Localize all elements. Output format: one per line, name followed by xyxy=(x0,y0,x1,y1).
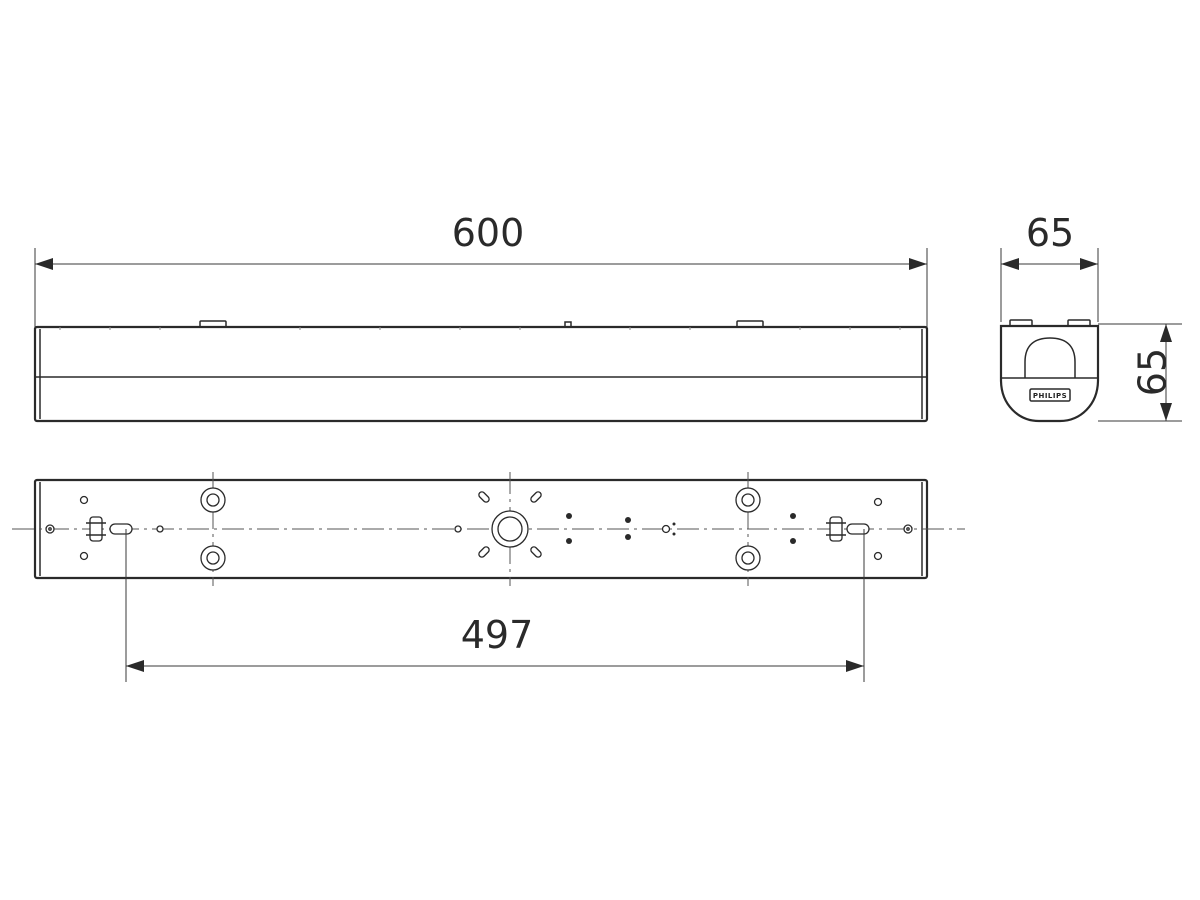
front-view: 600 xyxy=(33,211,929,423)
cable-entry-center xyxy=(491,510,529,548)
dimension-label-mounting: 497 xyxy=(461,613,534,657)
rivet-dots xyxy=(566,513,796,544)
luminaire-body-front xyxy=(33,325,929,423)
slot-holes-center xyxy=(478,491,542,558)
top-edge-ticks xyxy=(59,327,901,330)
light-source-arch xyxy=(1024,337,1076,378)
small-holes xyxy=(45,495,913,561)
dimension-label-length: 600 xyxy=(452,211,525,255)
logo-text: PHILIPS xyxy=(1033,392,1067,400)
clip-hole-top-right xyxy=(735,487,761,513)
side-view: 65 65 PHILIPS xyxy=(999,211,1182,423)
logo-plate xyxy=(1029,388,1071,402)
clip-hole-bottom-left xyxy=(200,545,226,571)
top-view: 497 xyxy=(12,472,965,682)
dimension-label-side-width: 65 xyxy=(1026,211,1074,255)
clip-hole-bottom-right xyxy=(735,545,761,571)
luminaire-profile xyxy=(999,324,1100,423)
clip-hole-top-left xyxy=(200,487,226,513)
dimension-label-side-height: 65 xyxy=(1131,348,1175,396)
